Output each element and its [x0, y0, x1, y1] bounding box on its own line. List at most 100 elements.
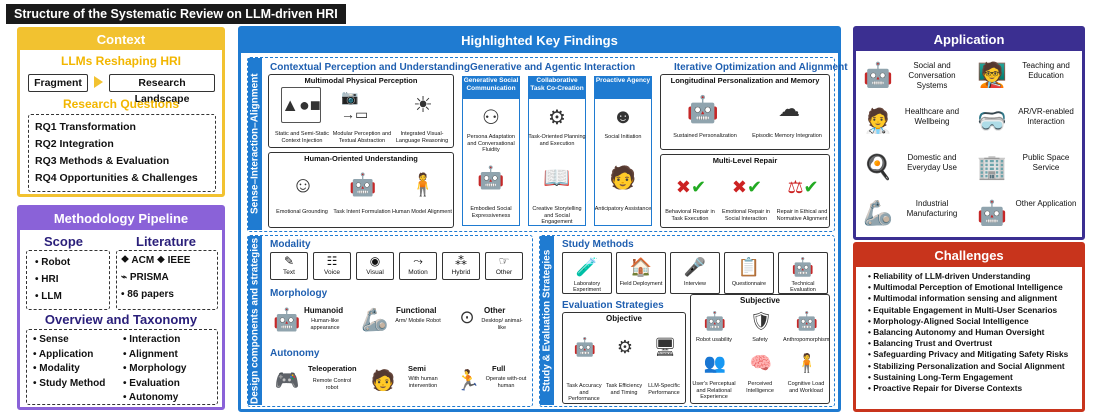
study-method-item: 📋Questionnaire [724, 252, 774, 294]
text-icon: ✎ [283, 254, 295, 268]
vision-language-icon: ☀ [413, 92, 433, 117]
application-panel: Application 🤖 Social and Conversation Sys… [853, 26, 1085, 240]
gai-title: Generative and Agentic Interaction [470, 62, 636, 73]
mlr-title: Multi-Level Repair [712, 156, 778, 165]
field-icon: 🏠 [629, 257, 653, 277]
context-panel: Context LLMs Reshaping HRI Fragment Rese… [17, 27, 225, 197]
subj-top-1: Robot usability [695, 337, 733, 343]
challenge-item: • Multimodal Perception of Emotional Int… [868, 282, 1068, 293]
taxonomy-item-label: Alignment [128, 348, 178, 360]
full-desc: Operate with-out human [485, 376, 527, 389]
taxonomy-item-label: Morphology [129, 363, 187, 374]
visual-icon: ◉ [369, 254, 381, 268]
gai-cap-top-2: Task-Oriented Planning and Execution [528, 134, 586, 147]
hybrid-icon: ⁂ [455, 254, 467, 268]
tele-desc: Remote Control robot [312, 378, 352, 391]
challenge-label: Multimodal Perception of Emotional Intel… [873, 282, 1063, 293]
mpp-title: Multimodal Physical Perception [304, 76, 418, 85]
study-method-item: 🎤Interview [670, 252, 720, 294]
social-robot-icon: 🤖 [863, 61, 893, 89]
mlr-box: Multi-Level Repair ✖✔ ✖✔ ⚖✔ Behavioral R… [660, 154, 830, 228]
modality-item: ◉Visual [356, 252, 394, 280]
semi-label: Semi [408, 364, 426, 373]
taxonomy-item: • Morphology [123, 362, 187, 377]
scope-item: • LLM [35, 288, 70, 305]
findings-panel: Highlighted Key Findings Sense–Interacti… [238, 26, 848, 412]
subj-bottom-2: Perceived Intelligence [746, 381, 774, 394]
bullet-icon: • [868, 338, 874, 349]
tele-label: Teleoperation [308, 364, 357, 373]
bullet-icon: • [868, 383, 874, 394]
ieee-icon: ◆ [156, 255, 168, 266]
lpm-box: Longitudinal Personalization and Memory … [660, 74, 830, 150]
modality-title: Modality [270, 239, 311, 250]
bullet-icon: • [35, 291, 42, 302]
modality-label: Hybrid [451, 269, 471, 276]
taxonomy-item-label: Application [38, 348, 94, 360]
taxonomy-item-label: Interaction [129, 334, 181, 345]
scope-box: • Robot• HRI• LLM [26, 250, 110, 310]
design-section: Design components and strategies Modalit… [247, 235, 533, 407]
accuracy-icon: 🤖 [573, 336, 597, 357]
modality-label: Motion [408, 269, 428, 276]
challenge-item: • Safeguarding Privacy and Mitigating Sa… [868, 349, 1068, 360]
research-landscape-box: Research Landscape [109, 74, 215, 105]
study-method-item: 🤖Technical Evaluation [778, 252, 828, 294]
challenge-item: • Morphology-Aligned Social Intelligence [868, 316, 1068, 327]
bullet-icon: • [868, 271, 874, 281]
bullet-icon: • [123, 334, 130, 345]
ethical-repair-icon: ⚖✔ [787, 176, 819, 197]
prisma-label: PRISMA [129, 272, 169, 283]
modality-item: ☷Voice [313, 252, 351, 280]
application-item: Domestic and Everyday Use [907, 153, 957, 172]
bullet-icon: • [123, 363, 130, 374]
scope-item: • Robot [35, 254, 70, 271]
challenge-item: • Balancing Trust and Overtrust [868, 338, 1068, 349]
morphology-title: Morphology [270, 288, 328, 299]
acm-icon: ⯁ [121, 255, 132, 266]
rq-item: RQ4 Opportunities & Challenges [35, 172, 198, 184]
lpm-title: Longitudinal Personalization and Memory [670, 76, 820, 85]
challenge-label: Multimodal information sensing and align… [873, 293, 1058, 304]
subjective-box: Subjective 🤖 🛡 🤖 Robot usability Safety … [690, 294, 830, 404]
study-label: Study & Evaluation Strategies [540, 236, 554, 405]
challenge-label: Stabilizing Personalization and Social A… [873, 360, 1065, 371]
technical-eval-icon: 🤖 [791, 257, 815, 277]
application-item: Social and Conversation Systems [908, 61, 956, 90]
gai-col-2: Collaborative Task Co-Creation [528, 76, 586, 98]
challenge-item: • Reliability of LLM-driven Understandin… [868, 271, 1068, 282]
design-label: Design components and strategies [248, 236, 262, 405]
planning-icon: ⚙ [548, 106, 566, 129]
application-header: Application [856, 29, 1082, 51]
objective-box: Objective 🤖 ⚙ 🖥 Task Accuracy and Perfor… [562, 312, 686, 404]
llm-performance-icon: 🖥 [653, 336, 677, 357]
interview-icon: 🎤 [683, 257, 707, 277]
study-method-item: 🏠Field Deployment [616, 252, 666, 294]
scope-item-label: LLM [41, 291, 62, 302]
workload-icon: 🧍 [795, 352, 819, 373]
lab-icon: 🧪 [575, 257, 599, 277]
challenge-item: • Equitable Engagement in Multi-User Sce… [868, 305, 1068, 316]
hou-cap-1: Emotional Grounding [276, 209, 328, 215]
challenge-label: Reliability of LLM-driven Understanding [873, 271, 1031, 281]
taxonomy-item-label: Study Method [39, 377, 106, 389]
modality-item: ⤳Motion [399, 252, 437, 280]
teaching-icon: 🧑‍🏫 [977, 61, 1007, 89]
assistance-icon: 🧑 [609, 165, 637, 190]
hou-cap-3: Human Model Alignment [392, 209, 452, 215]
gai-col-3: Proactive Agency [594, 76, 652, 98]
scope-title: Scope [44, 234, 84, 249]
scope-item: • HRI [35, 271, 70, 288]
mlr-cap-3: Repair in Ethical and Normative Alignmen… [776, 209, 828, 222]
taxonomy-item: • Alignment [123, 348, 187, 363]
prisma-icon: ⌁ [121, 272, 130, 283]
public-space-icon: 🏢 [977, 153, 1007, 181]
rq-item: RQ3 Methods & Evaluation [35, 155, 170, 167]
challenge-label: Morphology-Aligned Social Intelligence [873, 315, 1029, 326]
bullet-icon: • [33, 377, 40, 389]
literature-title: Literature [136, 234, 196, 249]
voice-icon: ☷ [326, 254, 338, 268]
rq-item: RQ1 Transformation [35, 121, 136, 133]
eval-title: Evaluation Strategies [562, 300, 664, 311]
objective-title: Objective [605, 314, 642, 323]
